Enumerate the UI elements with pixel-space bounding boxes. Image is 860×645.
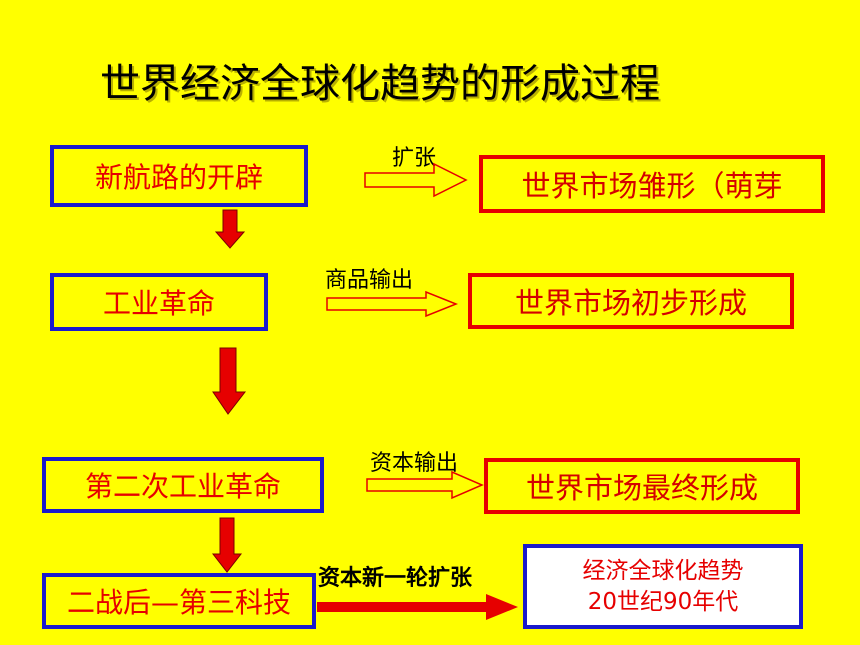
process-label-expansion: 扩张 xyxy=(392,146,437,171)
process-label-new-capital-expansion: 资本新一轮扩张 xyxy=(318,566,473,591)
cause-box-new-sea-route: 新航路的开辟 xyxy=(50,145,308,207)
down-arrow-1 xyxy=(214,209,246,249)
hollow-arrow-3 xyxy=(366,470,484,500)
process-label-goods-export: 商品输出 xyxy=(325,268,414,293)
cause-box-industrial-revolution: 工业革命 xyxy=(50,273,268,331)
process-label-capital-export: 资本输出 xyxy=(370,451,459,476)
result-box-market-final: 世界市场最终形成 xyxy=(484,458,800,514)
down-arrow-3 xyxy=(211,517,243,573)
result-box-market-initial: 世界市场初步形成 xyxy=(468,273,794,329)
down-arrow-2 xyxy=(212,347,247,415)
result-globalization-line1: 经济全球化趋势 xyxy=(582,557,744,584)
cause-box-post-war-tech: 二战后—第三科技 xyxy=(42,573,316,629)
result-box-market-embryo: 世界市场雏形（萌芽 xyxy=(479,155,825,213)
result-box-globalization: 经济全球化趋势 20世纪90年代 xyxy=(523,544,803,629)
solid-arrow-4 xyxy=(317,594,518,620)
result-globalization-line2: 20世纪90年代 xyxy=(587,588,739,615)
hollow-arrow-1 xyxy=(364,162,468,198)
page-title: 世界经济全球化趋势的形成过程 xyxy=(100,61,660,107)
hollow-arrow-2 xyxy=(326,290,459,318)
cause-box-second-industrial-revolution: 第二次工业革命 xyxy=(42,457,324,513)
